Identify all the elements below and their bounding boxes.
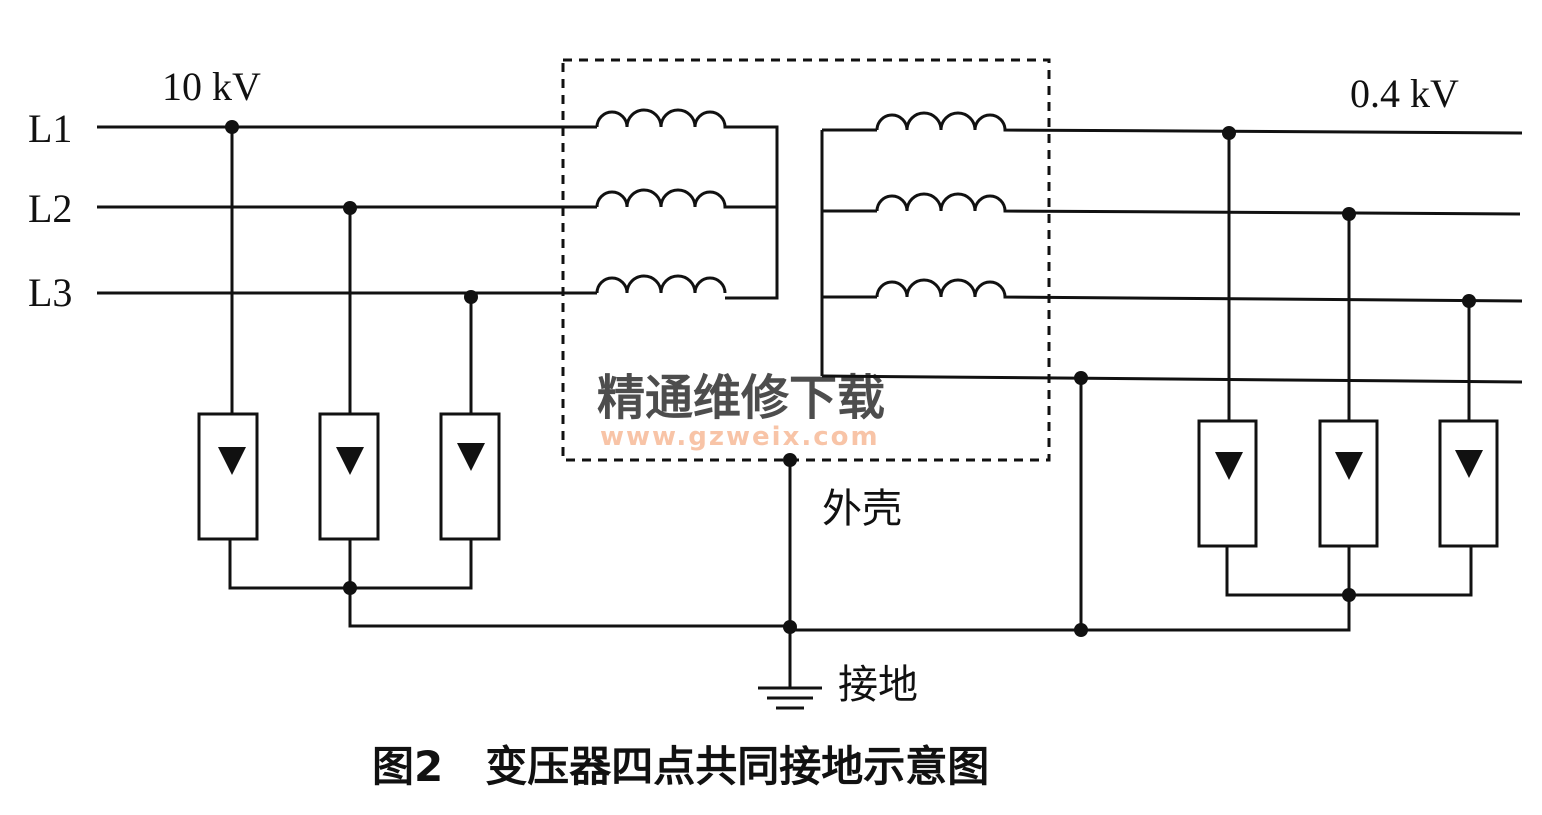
lv-arrester-1 [1197,419,1258,548]
watermark-title: 精通维修下载 [597,370,885,426]
ground-label: 接地 [838,662,918,708]
ground-icon [758,686,822,710]
lv-arresters [790,126,1499,632]
hv-arresters [197,120,790,628]
hv-arrester-3 [439,412,501,541]
lv-voltage-label: 0.4 kV [1350,71,1459,116]
lv-arrester-2 [1318,419,1379,548]
hv-arrester-2 [318,412,380,541]
neutral-line [821,374,1523,384]
hv-arrester-1 [197,412,259,541]
primary-windings [595,108,779,300]
line-label-l3: L3 [28,270,72,315]
watermark-url: www.gzweix.com [600,422,880,452]
grounding-network [783,371,1088,688]
transformer-enclosure [561,58,1051,462]
line-label-l1: L1 [28,106,72,151]
enclosure-label: 外壳 [822,486,902,532]
hv-voltage-label: 10 kV [162,64,261,109]
line-label-l2: L2 [28,186,72,231]
figure-caption: 图2 变压器四点共同接地示意图 [372,742,989,791]
secondary-windings [820,111,1523,384]
lv-arrester-3 [1438,419,1499,548]
